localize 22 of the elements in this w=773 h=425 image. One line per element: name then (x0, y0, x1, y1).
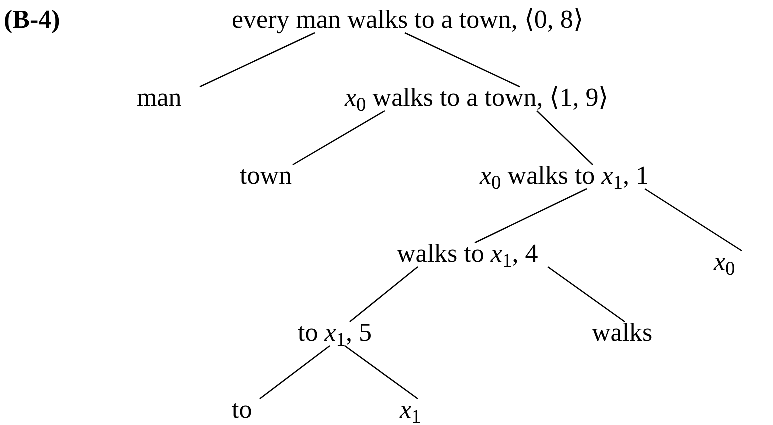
tree-branch (404, 32, 520, 88)
tree-branch (344, 345, 418, 400)
tree-branch (536, 110, 594, 166)
tree-node-label: x$_{1}$ (400, 395, 422, 425)
tree-branch (474, 188, 588, 244)
tree-node-label: x$_{0}$ (714, 247, 736, 277)
tree-node-label: x$_{0}$ walks to a town, ⟨1, 9⟩ (345, 83, 609, 113)
tree-node-label: town (240, 161, 292, 191)
tree-node-label: walks to x$_{1}$, 4 (397, 239, 538, 269)
tree-node-label: x$_{0}$ walks to x$_{1}$, 1 (480, 161, 649, 191)
tree-node-label: every man walks to a town, ⟨0, 8⟩ (232, 5, 584, 35)
tree-branch (260, 345, 330, 400)
tree-branch (548, 266, 626, 323)
tree-branch (644, 188, 742, 252)
example-label: (B-4) (4, 5, 60, 35)
tree-branch (292, 110, 386, 166)
tree-branch (200, 32, 316, 88)
tree-node-label: walks (592, 318, 653, 348)
tree-branch (350, 266, 418, 322)
tree-node-label: to (232, 395, 252, 425)
tree-node-label: man (137, 83, 182, 113)
tree-node-label: to x$_{1}$, 5 (298, 318, 372, 348)
